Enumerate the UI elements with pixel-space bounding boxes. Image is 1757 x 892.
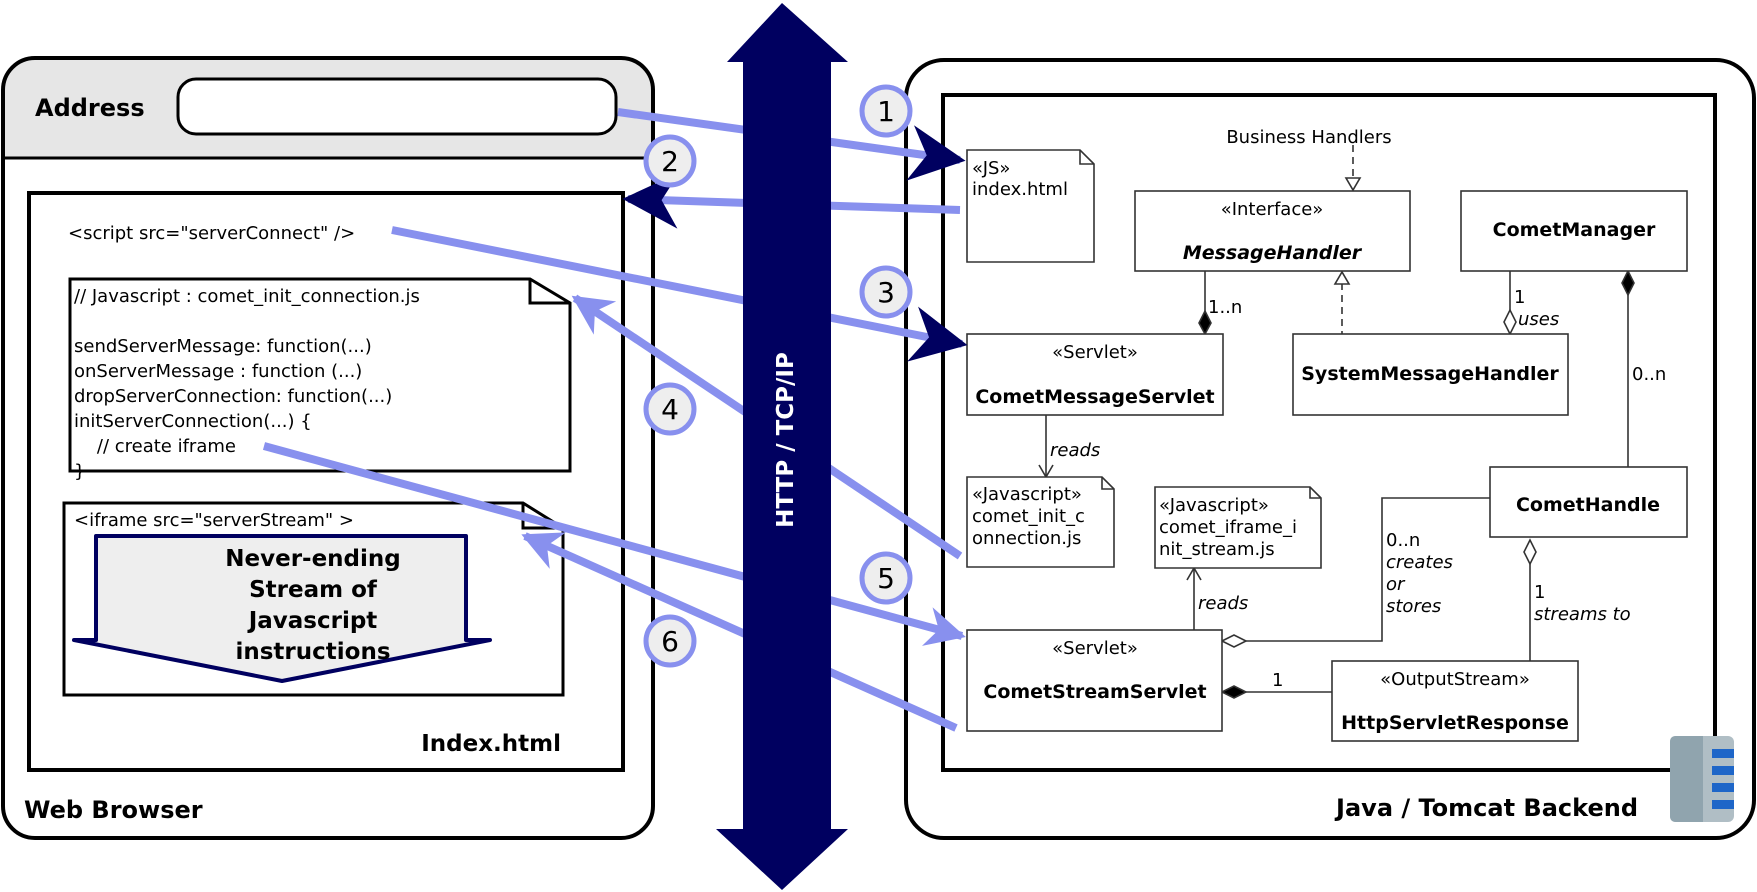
business-handlers-label: Business Handlers (1226, 127, 1391, 148)
comet-manager-class: CometManager (1460, 190, 1688, 272)
svg-text:CometMessageServlet: CometMessageServlet (975, 386, 1214, 408)
comet-message-servlet-class: «Servlet» CometMessageServlet (966, 333, 1224, 416)
step-badge: 6 (643, 614, 697, 668)
script-tag: <script src="serverConnect" /> (68, 223, 355, 244)
svg-text:2: 2 (661, 145, 679, 178)
svg-text:SystemMessageHandler: SystemMessageHandler (1301, 363, 1559, 385)
role-label: streams to (1534, 604, 1631, 625)
browser-title: Web Browser (24, 796, 203, 824)
stream-text: Never-ending (225, 546, 401, 572)
stream-text: Javascript (247, 608, 378, 634)
iframe-element: <iframe src="serverStream" > Never-endin… (62, 501, 565, 697)
uml-labels: 1..n 1 uses 0..n reads reads 0..n create… (1050, 287, 1666, 691)
svg-text:nit_stream.js: nit_stream.js (1159, 539, 1275, 560)
stream-text: Stream of (249, 577, 378, 603)
js-note-line: } (74, 461, 85, 482)
iframe-init-stream-js-note: «Javascript» comet_iframe_i nit_stream.j… (1154, 486, 1322, 569)
js-note-line: // Javascript : comet_init_connection.js (74, 286, 420, 307)
comet-handle-class: CometHandle (1489, 466, 1688, 538)
role-label: creates (1386, 552, 1453, 573)
multiplicity-label: 0..n (1386, 530, 1420, 551)
server-icon (1670, 736, 1734, 822)
system-message-handler-class: SystemMessageHandler (1292, 333, 1569, 416)
js-note-line: // create iframe (74, 436, 236, 457)
svg-text:«Servlet»: «Servlet» (1052, 342, 1138, 363)
svg-text:«Servlet»: «Servlet» (1052, 638, 1138, 659)
web-browser-window: Address Web Browser (1, 56, 655, 840)
svg-text:onnection.js: onnection.js (972, 528, 1081, 549)
address-input[interactable] (176, 77, 618, 136)
multiplicity-label: 0..n (1632, 364, 1666, 385)
flow-6-line (521, 532, 958, 732)
svg-text:CometStreamServlet: CometStreamServlet (983, 681, 1206, 703)
svg-text:comet_init_c: comet_init_c (972, 506, 1085, 527)
svg-text:3: 3 (877, 276, 895, 309)
composition-diamond-icon (1198, 309, 1212, 336)
step-badge: 2 (643, 134, 697, 188)
uml-relationships (1038, 145, 1635, 699)
multiplicity-label: 1 (1272, 670, 1283, 691)
flow-5-line (262, 442, 966, 646)
svg-text:index.html: index.html (972, 179, 1068, 200)
index-html-note: «JS» index.html (966, 149, 1095, 263)
backend-window: Java / Tomcat Backend (904, 58, 1756, 840)
network-label: HTTP / TCP/IP (773, 352, 799, 528)
role-label: or (1386, 574, 1406, 595)
backend-title: Java / Tomcat Backend (1334, 794, 1638, 822)
iframe-tag: <iframe src="serverStream" > (74, 510, 354, 531)
comet-stream-servlet-class: «Servlet» CometStreamServlet (966, 629, 1223, 732)
step-badge: 4 (643, 382, 697, 436)
aggregation-diamond-icon (1523, 538, 1537, 566)
network-channel: HTTP / TCP/IP (716, 3, 848, 890)
address-label: Address (35, 94, 145, 122)
js-code-note: // Javascript : comet_init_connection.js… (68, 277, 572, 482)
svg-text:CometHandle: CometHandle (1516, 494, 1660, 516)
svg-text:6: 6 (661, 625, 679, 658)
index-html-page: Index.html <script src="serverConnect" /… (27, 191, 625, 772)
step-badge: 5 (859, 551, 913, 605)
ch-css-aggregation-line (1246, 497, 1490, 642)
svg-text:«JS»: «JS» (972, 158, 1010, 179)
js-note-line: dropServerConnection: function(...) (74, 386, 392, 407)
svg-text:comet_iframe_i: comet_iframe_i (1159, 517, 1297, 538)
stream-text: instructions (235, 639, 390, 665)
js-note-line: sendServerMessage: function(...) (74, 336, 372, 357)
svg-text:5: 5 (877, 562, 895, 595)
http-servlet-response-class: «OutputStream» HttpServletResponse (1331, 660, 1579, 742)
role-label: stores (1386, 596, 1441, 617)
svg-text:«Interface»: «Interface» (1221, 199, 1324, 220)
role-label: uses (1518, 309, 1559, 330)
browser-frame (1, 56, 655, 840)
svg-text:«OutputStream»: «OutputStream» (1380, 669, 1530, 690)
double-arrow-icon (716, 3, 848, 890)
realization-triangle-icon (1333, 270, 1351, 285)
aggregation-diamond-icon (1503, 308, 1517, 336)
composition-diamond-icon (1220, 685, 1248, 699)
svg-text:«Javascript»: «Javascript» (972, 484, 1082, 505)
role-label: reads (1198, 593, 1248, 614)
js-note-line: initServerConnection(...) { (74, 411, 312, 432)
step-badge: 3 (859, 265, 913, 319)
svg-text:«Javascript»: «Javascript» (1159, 495, 1269, 516)
aggregation-diamond-icon (1220, 634, 1248, 648)
page-title: Index.html (421, 731, 561, 757)
multiplicity-label: 1 (1514, 287, 1525, 308)
message-handler-class: «Interface» MessageHandler (1134, 190, 1411, 272)
step-badge: 1 (859, 84, 913, 138)
svg-text:4: 4 (661, 393, 679, 426)
svg-text:CometManager: CometManager (1493, 219, 1656, 241)
multiplicity-label: 1..n (1208, 297, 1242, 318)
stream-down-arrow (72, 534, 492, 683)
multiplicity-label: 1 (1534, 582, 1545, 603)
step-badges: 1 2 3 4 5 6 (643, 84, 913, 668)
svg-text:1: 1 (877, 95, 895, 128)
composition-diamond-icon (1621, 269, 1635, 297)
realization-triangle-icon (1344, 177, 1362, 192)
role-label: reads (1050, 440, 1100, 461)
js-note-line: onServerMessage : function (...) (74, 361, 362, 382)
svg-text:HttpServletResponse: HttpServletResponse (1341, 712, 1569, 734)
flow-3-line (391, 226, 968, 362)
init-connection-js-note: «Javascript» comet_init_c onnection.js (966, 476, 1115, 568)
svg-text:MessageHandler: MessageHandler (1183, 242, 1363, 264)
